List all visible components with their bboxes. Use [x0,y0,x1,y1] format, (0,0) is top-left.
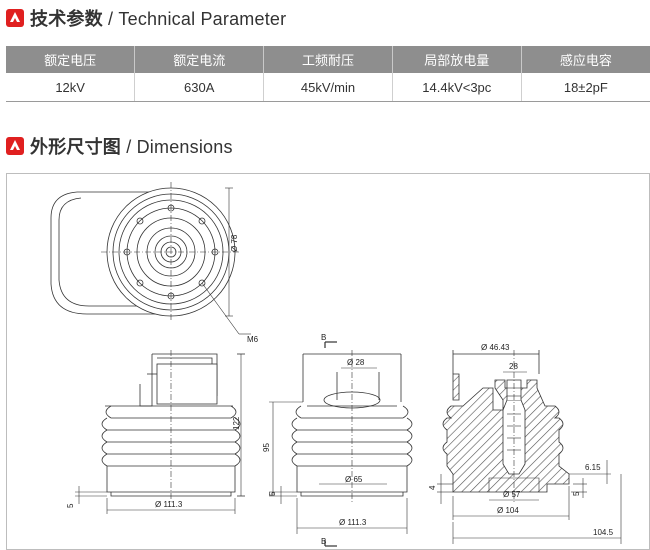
dim-width-6: 6.15 [585,463,601,472]
dim-height-5-mid: 5 [268,491,277,496]
dim-section-b-bottom: B [321,537,326,546]
dim-diameter-28: Ø 28 [347,358,365,367]
table-header-cell: 局部放电量 [392,46,522,73]
dim-m6: M6 [247,335,259,344]
table-header-row: 额定电压 额定电流 工频耐压 局部放电量 感应电容 [6,46,650,73]
dim-diameter-78: Ø 78 [230,234,239,252]
front-view-middle [269,341,413,547]
dim-diameter-46: Ø 46.43 [481,343,510,352]
technical-parameter-header: 技术参数 / Technical Parameter [6,4,286,32]
table-row: 12kV 630A 45kV/min 14.4kV<3pc 18±2pF [6,73,650,102]
table-cell: 12kV [6,73,136,102]
table-cell: 14.4kV<3pc [392,73,522,102]
side-view-left [75,350,245,514]
table-header-cell: 感应电容 [521,46,650,73]
dim-height-5-left: 5 [66,503,75,508]
dimension-drawing: Ø 78 M6 [6,173,650,550]
dim-diameter-57: Ø 57 [503,490,521,499]
dim-section-b-top: B [321,333,326,342]
dim-height-4: 4 [428,485,437,490]
dimensions-title: 外形尺寸图 / Dimensions [30,137,233,157]
brand-logo-icon [6,9,24,27]
table-header-cell: 工频耐压 [263,46,393,73]
table-cell: 630A [134,73,265,102]
table-cell: 45kV/min [263,73,393,102]
technical-parameter-title: 技术参数 / Technical Parameter [30,9,287,29]
dim-diameter-65: Ø 65 [345,475,363,484]
dim-height-5-right: 5 [572,491,581,496]
drawing-svg: Ø 78 M6 [50,182,622,547]
dim-height-95: 95 [262,443,271,452]
dim-diameter-111-left: Ø 111.3 [155,500,183,509]
cross-section-right [437,350,622,544]
dim-width-104-5: 104.5 [593,528,614,537]
table-cell: 18±2pF [521,73,650,102]
dimensions-header: 外形尺寸图 / Dimensions [6,132,233,160]
dim-diameter-104: Ø 104 [497,506,519,515]
dim-width-28: 28 [509,362,518,371]
parameter-table: 额定电压 额定电流 工频耐压 局部放电量 感应电容 12kV 630A 45kV… [6,46,650,102]
dim-height-122: 122 [232,416,241,430]
brand-logo-icon [6,137,24,155]
table-header-cell: 额定电压 [6,46,136,73]
table-header-cell: 额定电流 [134,46,265,73]
dim-diameter-111-mid: Ø 111.3 [339,518,367,527]
top-view [50,182,251,335]
